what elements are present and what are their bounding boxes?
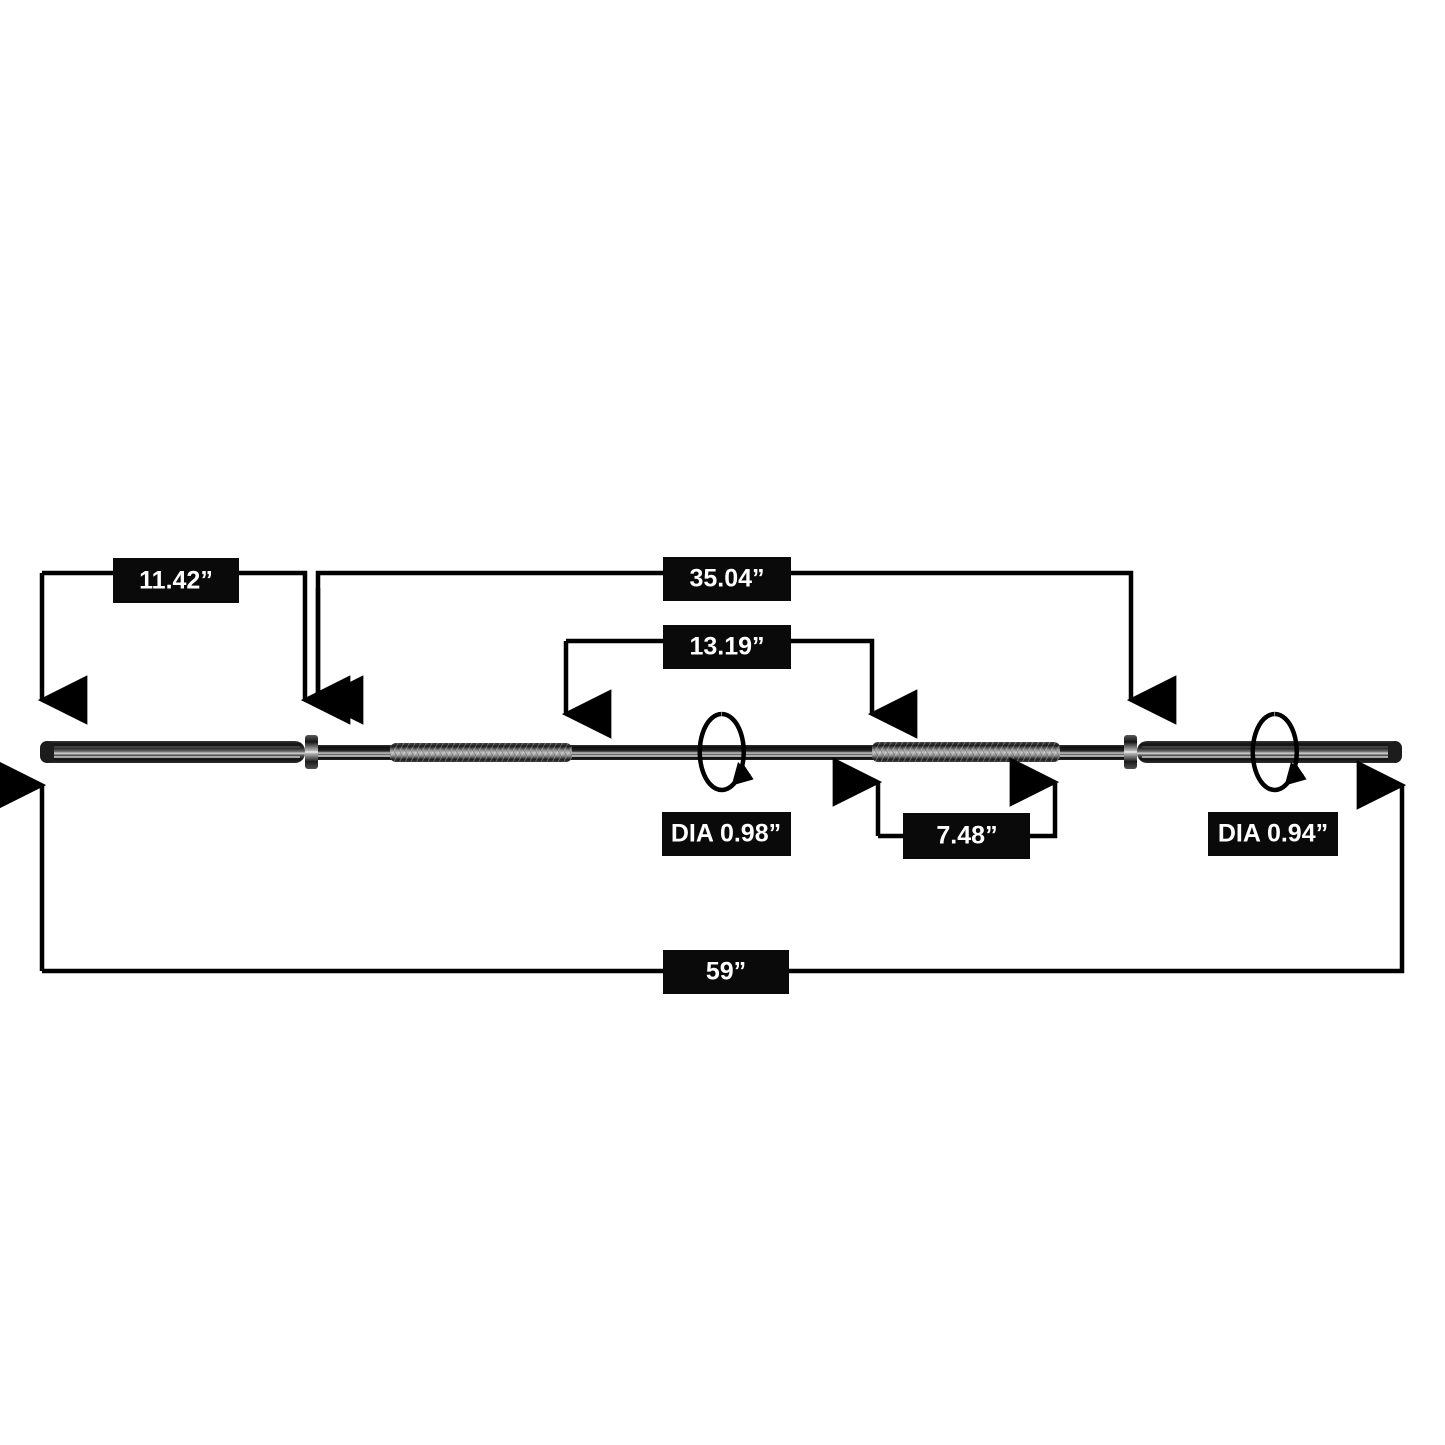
diameter-label-sleeve: DIA 0.94” [1208,812,1338,856]
dimension-label-grip-span-text: 13.19” [689,633,764,661]
dimension-label-center-knurl-text: 7.48” [936,822,997,850]
dimension-label-grip-span: 13.19” [663,625,791,669]
barbell-illustration [40,735,1402,769]
diameter-label-shaft-text: DIA 0.98” [671,820,781,848]
dimension-label-overall-length: 59” [663,950,789,994]
dimension-bracket-inside-collars [313,570,1177,725]
dimension-label-sleeve-left: 11.42” [113,558,239,603]
dimension-label-inside-collars-text: 35.04” [689,565,764,593]
dimension-bracket-grip-span [561,638,918,739]
dimension-label-sleeve-left-text: 11.42” [139,567,213,595]
collar-right [1124,735,1137,769]
dimension-bracket-sleeve-left [37,570,351,725]
sleeve-left-section [40,741,305,763]
rotation-marker-left [697,711,754,793]
collar-left [305,735,318,769]
dimension-label-inside-collars: 35.04” [663,557,791,601]
knurl-center [872,742,1060,762]
dimension-label-overall-length-text: 59” [706,958,746,986]
dimension-bracket-overall-length [0,760,1407,974]
diameter-label-shaft: DIA 0.98” [662,812,791,856]
rotation-marker-right [1250,711,1307,793]
knurl-left [390,743,572,762]
diameter-label-sleeve-text: DIA 0.94” [1218,820,1328,848]
dimension-label-center-knurl: 7.48” [903,813,1030,859]
sleeve-right-section [1137,741,1402,763]
dimension-bracket-center-knurl [832,757,1060,839]
